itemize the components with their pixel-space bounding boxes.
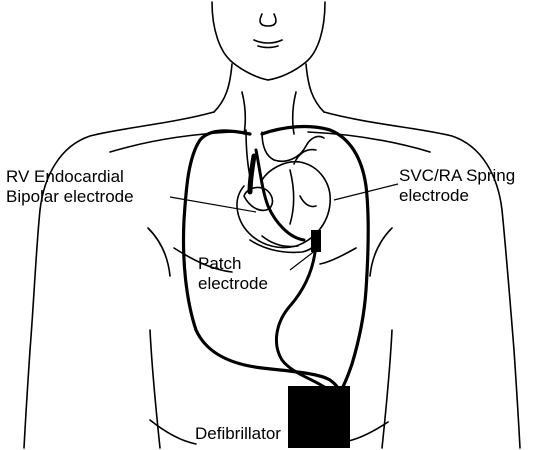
neck-left (214, 64, 232, 112)
rv-electrode-label: RV Endocardial Bipolar electrode (6, 167, 134, 207)
svc-spring-electrode (250, 156, 254, 192)
svc-label-line1: SVC/RA Spring (399, 166, 515, 186)
mouth-lower (258, 46, 278, 48)
rv-pointer (170, 197, 256, 212)
defibrillator-label: Defibrillator (195, 424, 281, 444)
clavicle-left (110, 132, 232, 152)
nose (260, 14, 276, 26)
rv-label-line2: Bipolar electrode (6, 187, 134, 207)
svc-label-line2: electrode (399, 186, 515, 206)
abdomen-line-right (344, 422, 388, 442)
body-outline (24, 2, 520, 448)
patch-electrode-label: Patch electrode (198, 254, 268, 294)
rv-lead (256, 150, 304, 240)
patch-electrode-block (311, 230, 321, 252)
svc-electrode-label: SVC/RA Spring electrode (399, 166, 515, 206)
heart-vein (300, 196, 316, 207)
ventricle-septum (290, 170, 294, 224)
defibrillator-label-text: Defibrillator (195, 424, 281, 444)
mouth (254, 40, 282, 43)
armpit-right (370, 228, 392, 276)
defibrillator-device (288, 386, 350, 448)
aorta (262, 132, 324, 161)
patch-outline (250, 236, 318, 252)
torso-left (150, 330, 160, 448)
armpit-left (148, 228, 170, 276)
neck-muscle-left (242, 92, 245, 134)
rv-label-line1: RV Endocardial (6, 167, 134, 187)
patch-label-line1: Patch (198, 254, 268, 274)
clavicle-right (308, 132, 430, 152)
head-right (268, 2, 325, 80)
shoulder-right (324, 112, 520, 448)
neck-right (306, 64, 324, 112)
patch-label-line2: electrode (198, 274, 268, 294)
torso-right (382, 330, 392, 448)
head-left (212, 2, 268, 80)
chest-right (320, 248, 356, 264)
